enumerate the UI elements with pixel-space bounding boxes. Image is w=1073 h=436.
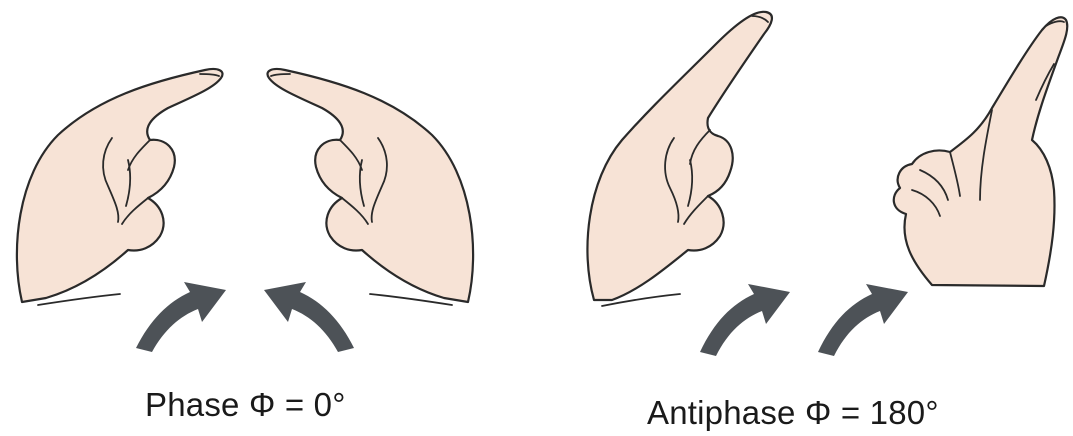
right-hand-icon (267, 69, 473, 305)
curved-arrow-left-icon (264, 282, 354, 352)
curved-arrow-right-icon (700, 284, 790, 356)
phase-caption: Phase Φ = 0° (145, 386, 346, 424)
phase-illustration (0, 0, 540, 436)
curved-arrow-right-icon (818, 284, 908, 356)
curved-arrow-right-icon (136, 282, 226, 352)
left-hand-icon (17, 69, 223, 305)
left-hand-icon (587, 12, 771, 306)
right-hand-icon (894, 17, 1068, 286)
antiphase-illustration (540, 0, 1073, 436)
antiphase-panel: Antiphase Φ = 180° (540, 0, 1073, 436)
phase-panel: Phase Φ = 0° (0, 0, 540, 436)
antiphase-caption: Antiphase Φ = 180° (647, 394, 939, 432)
